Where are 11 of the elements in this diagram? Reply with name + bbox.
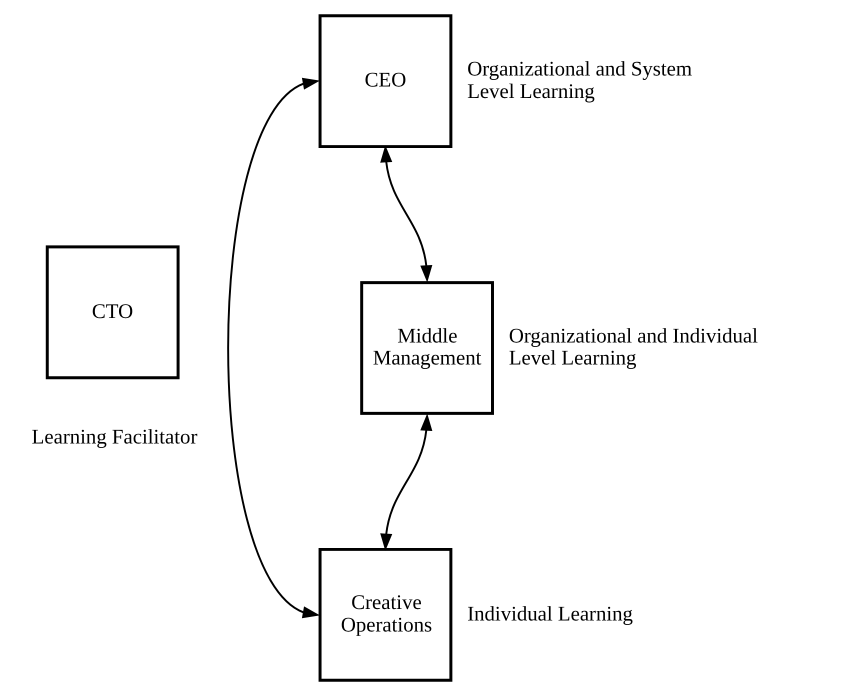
node-label: Organizational and System Level Learning: [466, 56, 692, 103]
node-box: Creative Operations: [318, 548, 452, 682]
node-label: Learning Facilitator: [31, 424, 197, 448]
node-label: Individual Learning: [466, 601, 632, 626]
node-label: Organizational and Individual Level Learning: [508, 323, 758, 370]
arrow: [380, 413, 432, 551]
arrow: [380, 145, 432, 283]
arrow: [226, 78, 320, 618]
node-box: CEO: [318, 14, 452, 148]
node-box: Middle Management: [360, 281, 494, 415]
node-box: CTO: [45, 245, 180, 380]
